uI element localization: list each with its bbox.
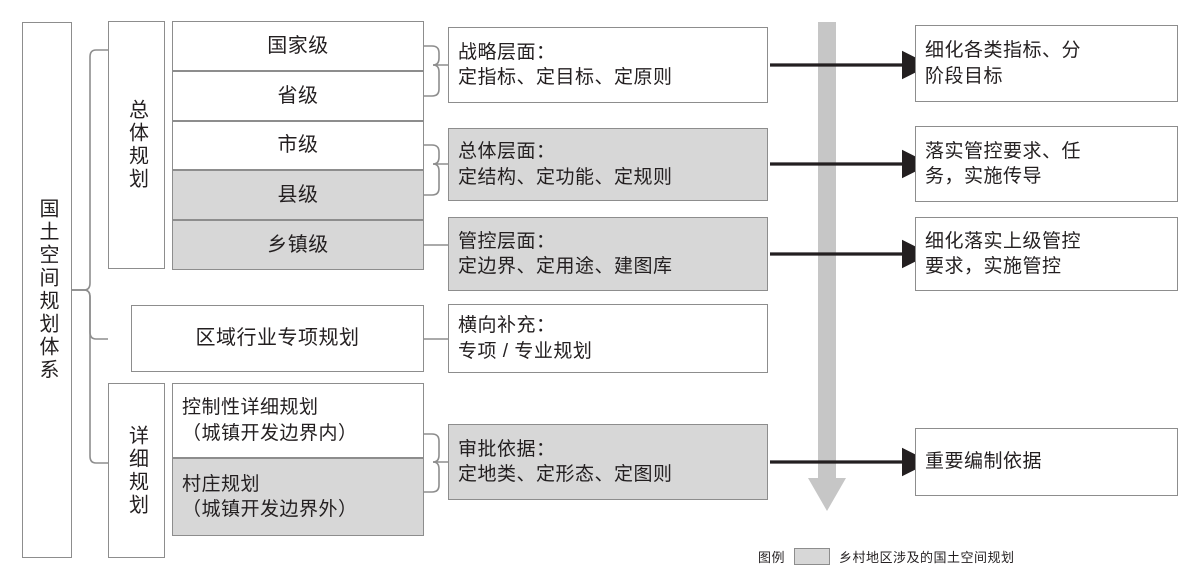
outcome-box-indicators[interactable]: 细化各类指标、分 阶段目标 xyxy=(915,25,1178,102)
group-detailed-plan[interactable]: 详细规划 xyxy=(108,383,165,558)
level-box-county[interactable]: 县级 xyxy=(172,170,424,220)
outcome-label-transmission: 落实管控要求、任 务，实施传导 xyxy=(925,140,1082,187)
regional-special-plan-label: 区域行业专项规划 xyxy=(195,327,360,350)
root-branch-connectors xyxy=(72,49,108,464)
level-box-provincial[interactable]: 省级 xyxy=(172,71,424,121)
aspect-label-approval: 审批依据： 定地类、定形态、定图则 xyxy=(458,438,673,485)
detailed-plan-box-regulatory[interactable]: 控制性详细规划 （城镇开发边界内） xyxy=(172,383,424,458)
level-box-municipal[interactable]: 市级 xyxy=(172,121,424,170)
detailed-plan-label-village: 村庄规划 （城镇开发边界外） xyxy=(182,473,358,520)
aspect-label-control: 管控层面： 定边界、定用途、建图库 xyxy=(458,230,673,277)
group-detailed-plan-label: 详细规划 xyxy=(125,424,148,517)
level-box-national[interactable]: 国家级 xyxy=(172,21,424,71)
level-label-municipal: 市级 xyxy=(277,134,319,157)
legend-swatch-icon xyxy=(794,548,831,565)
aspect-box-horizontal[interactable]: 横向补充： 专项 / 专业规划 xyxy=(448,304,768,373)
level-label-township: 乡镇级 xyxy=(267,233,329,256)
root-node[interactable]: 国土空间规划体系 xyxy=(22,22,72,558)
outcome-arrows xyxy=(770,50,931,477)
regional-special-plan-box[interactable]: 区域行业专项规划 xyxy=(131,305,424,372)
aspect-box-control[interactable]: 管控层面： 定边界、定用途、建图库 xyxy=(448,217,768,291)
aspect-box-overall[interactable]: 总体层面： 定结构、定功能、定规则 xyxy=(448,128,768,201)
level-label-national: 国家级 xyxy=(267,34,329,57)
root-label: 国土空间规划体系 xyxy=(36,198,58,382)
detailed-plan-label-regulatory: 控制性详细规划 （城镇开发边界内） xyxy=(182,397,358,444)
legend-title: 图例 xyxy=(758,550,786,565)
outcome-box-basis[interactable]: 重要编制依据 xyxy=(915,428,1178,496)
legend: 图例 乡村地区涉及的国土空间规划 xyxy=(758,547,1015,566)
aspect-box-strategic[interactable]: 战略层面： 定指标、定目标、定原则 xyxy=(448,27,768,103)
group-overall-plan-label: 总体规划 xyxy=(125,99,148,191)
outcome-box-transmission[interactable]: 落实管控要求、任 务，实施传导 xyxy=(915,126,1178,202)
outcome-label-basis: 重要编制依据 xyxy=(925,451,1043,473)
level-box-township[interactable]: 乡镇级 xyxy=(172,220,424,270)
outcome-label-indicators: 细化各类指标、分 阶段目标 xyxy=(925,40,1082,87)
detailed-plan-box-village[interactable]: 村庄规划 （城镇开发边界外） xyxy=(172,458,424,536)
legend-swatch-label: 乡村地区涉及的国土空间规划 xyxy=(839,550,1015,565)
outcome-label-implementation: 细化落实上级管控 要求，实施管控 xyxy=(925,230,1082,277)
gray-flow-arrow xyxy=(808,22,846,511)
aspect-label-horizontal: 横向补充： 专项 / 专业规划 xyxy=(458,315,593,362)
outcome-box-implementation[interactable]: 细化落实上级管控 要求，实施管控 xyxy=(915,217,1178,291)
level-label-county: 县级 xyxy=(277,183,319,206)
group-overall-plan[interactable]: 总体规划 xyxy=(108,21,165,269)
aspect-label-strategic: 战略层面： 定指标、定目标、定原则 xyxy=(458,41,673,88)
aspect-label-overall: 总体层面： 定结构、定功能、定规则 xyxy=(458,141,673,188)
aspect-box-approval[interactable]: 审批依据： 定地类、定形态、定图则 xyxy=(448,424,768,500)
level-label-provincial: 省级 xyxy=(277,84,319,107)
level-to-aspect-connectors xyxy=(424,45,448,493)
